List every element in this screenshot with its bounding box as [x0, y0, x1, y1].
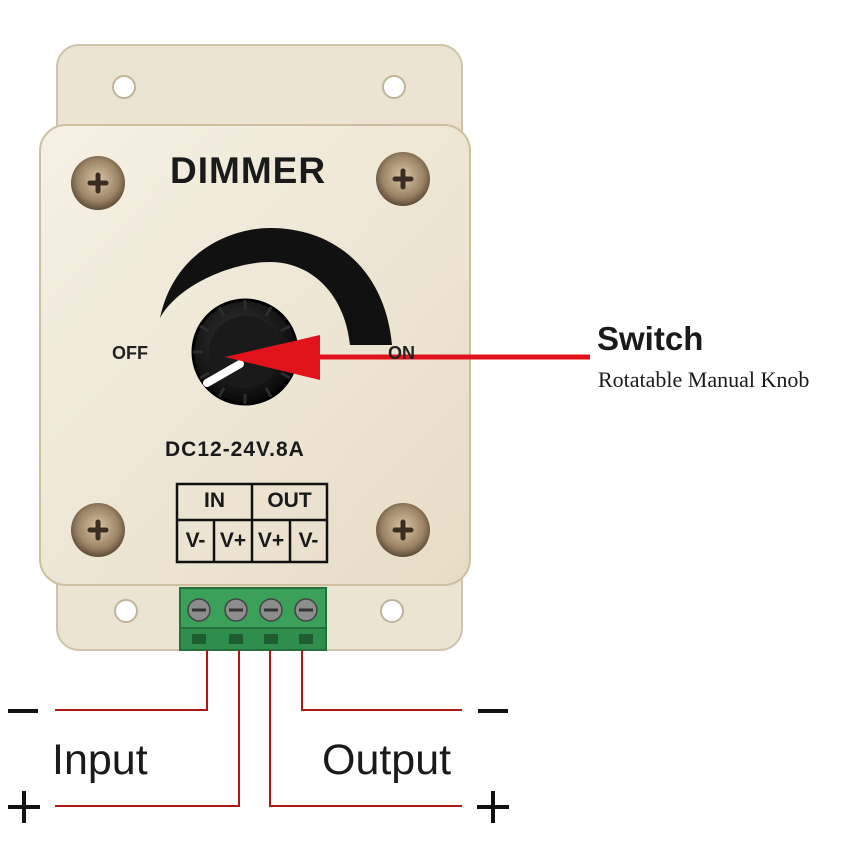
wiring-lines	[55, 650, 462, 807]
polarity-signs	[8, 709, 509, 823]
output-label: Output	[322, 736, 452, 784]
callout-title: Switch	[597, 320, 704, 357]
terminal-out-header: OUT	[267, 489, 312, 512]
callout-arrow	[225, 335, 590, 380]
terminal-table	[175, 482, 329, 564]
rotary-knob[interactable]	[191, 298, 299, 406]
callout-subtitle: Rotatable Manual Knob	[598, 367, 810, 392]
mount-hole-icon	[382, 75, 406, 99]
terminal-pin-label: V+	[219, 529, 247, 552]
screw-icon	[376, 152, 430, 206]
input-plus-wire	[55, 650, 240, 807]
mount-hole-icon	[114, 599, 138, 623]
input-label: Input	[52, 736, 148, 784]
knob-indicator	[203, 360, 244, 387]
terminal-block	[179, 587, 327, 651]
terminal-pin-label: V-	[298, 529, 319, 552]
terminal-pin-label: V+	[257, 529, 285, 552]
off-label: OFF	[112, 343, 148, 363]
screw-icon	[376, 503, 430, 557]
on-label: ON	[388, 343, 415, 363]
rating-label: DC12-24V.8A	[165, 438, 305, 461]
output-minus-wire	[301, 650, 462, 711]
mount-hole-icon	[380, 599, 404, 623]
dial-range-arc	[160, 228, 392, 345]
device-title: DIMMER	[170, 150, 327, 191]
input-minus-wire	[55, 650, 208, 711]
terminal-in-header: IN	[204, 489, 225, 512]
terminal-pin-label: V-	[185, 529, 206, 552]
output-plus-wire	[269, 650, 462, 807]
mount-hole-icon	[112, 75, 136, 99]
screw-icon	[71, 503, 125, 557]
screw-icon	[71, 156, 125, 210]
